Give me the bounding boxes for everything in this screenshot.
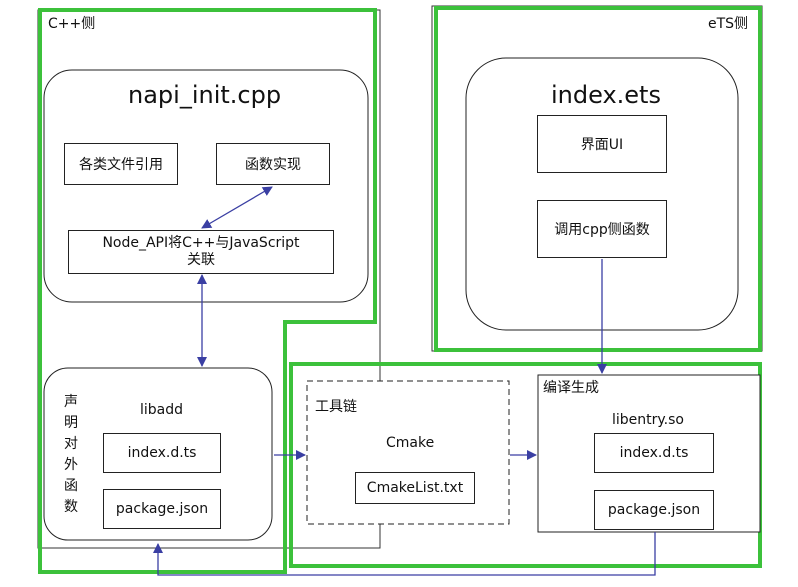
impl-box: 函数实现 [216, 143, 330, 185]
libadd-side-label: 声明对外函数 [64, 394, 78, 515]
output-package-json-box: package.json [594, 490, 714, 530]
arrow-impl-bridge [201, 186, 273, 229]
output-index-dts-box: index.d.ts [594, 433, 714, 473]
build-output-label: 编译生成 [543, 380, 599, 396]
cmakelist-box: CmakeList.txt [355, 472, 475, 504]
napi-init-title: napi_init.cpp [128, 81, 282, 109]
includes-box: 各类文件引用 [64, 143, 178, 185]
libadd-package-json-box: package.json [103, 489, 221, 529]
ets-side-label: eTS侧 [708, 16, 749, 32]
ets-green-highlight [434, 6, 762, 352]
libentry-label: libentry.so [612, 412, 684, 428]
libadd-index-dts-box: index.d.ts [103, 433, 221, 473]
libadd-title: libadd [140, 402, 184, 418]
bridge-text-line2: 关联 [187, 252, 215, 268]
arrow-output-libadd [153, 532, 656, 576]
index-ets-title: index.ets [551, 81, 661, 109]
cpp-side-label: C++侧 [48, 16, 96, 32]
ets-call-box: 调用cpp侧函数 [537, 200, 667, 258]
toolchain-label: 工具链 [315, 399, 357, 415]
ets-ui-box: 界面UI [537, 115, 667, 173]
bridge-text-line1: Node_API将C++与JavaScript [102, 234, 300, 251]
cpp-green-highlight [38, 8, 377, 574]
bridge-box: Node_API将C++与JavaScript 关联 [68, 230, 334, 274]
toolchain-tool-label: Cmake [386, 435, 435, 451]
